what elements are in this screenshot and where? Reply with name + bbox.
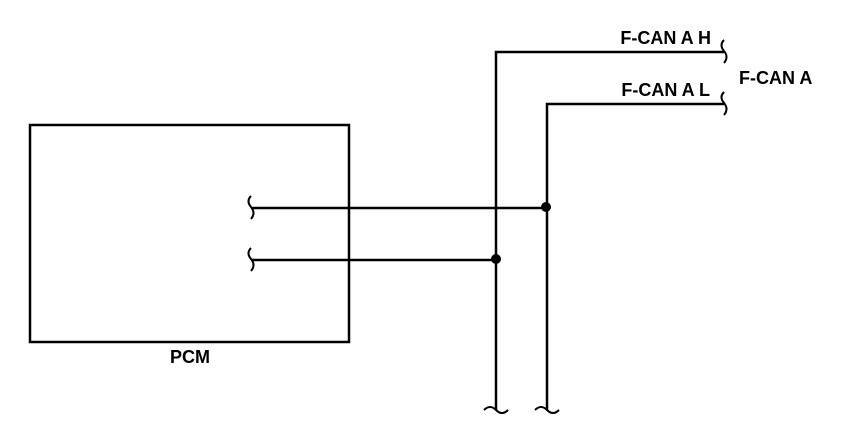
pcm-label: PCM: [170, 347, 210, 367]
bus-h-connector-icon: [720, 39, 728, 64]
bus-h-continuation-icon: [483, 406, 509, 414]
f-can-a-h-wire: [494, 50, 724, 410]
pcm-module-box: [28, 123, 351, 344]
bus-l-connector-icon: [720, 91, 728, 116]
pcm-connector-lower-icon: [247, 247, 255, 272]
pcm-connector-upper-icon: [247, 195, 255, 220]
f-can-a-h-label: F-CAN A H: [620, 28, 711, 48]
f-can-a-l-wire: [545, 102, 724, 410]
splice-dot-low: [541, 202, 551, 212]
f-can-a-l-label: F-CAN A L: [621, 80, 710, 100]
splice-dot-high: [491, 254, 501, 264]
f-can-a-label: F-CAN A: [739, 68, 812, 88]
bus-l-continuation-icon: [534, 406, 560, 414]
